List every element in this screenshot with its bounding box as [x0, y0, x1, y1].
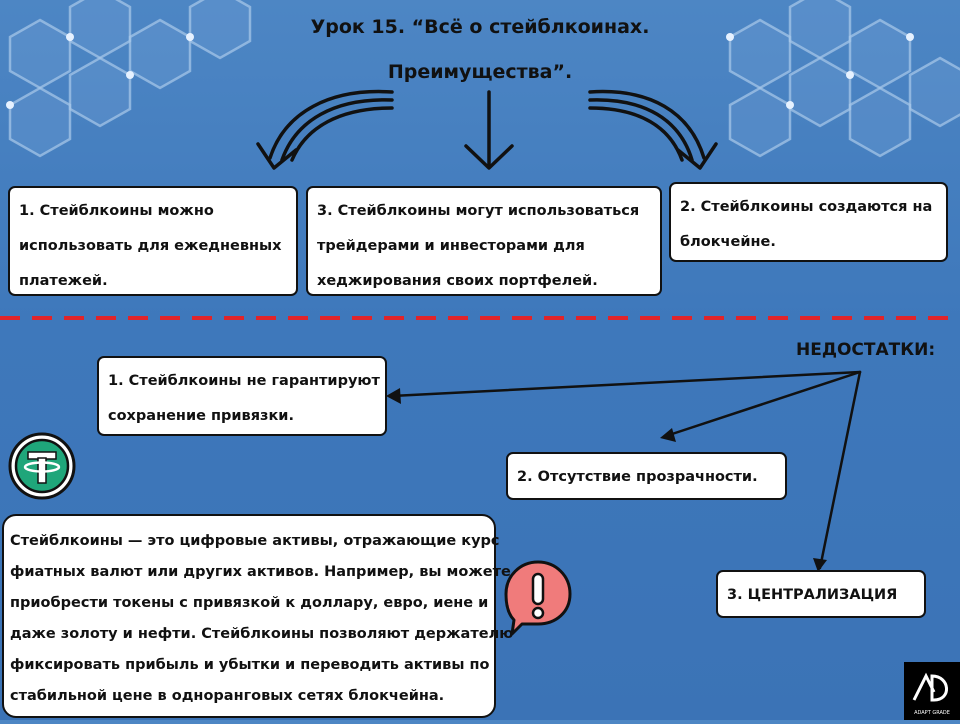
slide-title-line-2: Преимущества”. — [387, 61, 573, 83]
definition-line: приобрести токены с привязкой к доллару,… — [10, 595, 489, 611]
adapt-grade-logo: ADAPT GRADE — [904, 662, 960, 720]
disadvantage-box-2: 2. Отсутствие прозрачности. — [506, 452, 787, 500]
advantage-3-line: 3. Стейблкоины могут использоваться — [317, 203, 640, 219]
disadvantage-1-line: 1. Стейблкоины не гарантируют — [108, 373, 380, 389]
logo-text: ADAPT GRADE — [914, 710, 950, 716]
right-curved-arrow-icon — [588, 89, 718, 170]
slide-title-line-1: Урок 15. “Всё о стейблкоинах. — [310, 16, 650, 38]
definition-line: даже золоту и нефти. Стейблкоины позволя… — [10, 626, 514, 642]
stablecoin-definition-box: Стейблкоины — это цифровые активы, отраж… — [2, 514, 514, 718]
disadvantage-box-1: 1. Стейблкоины не гарантируют сохранение… — [97, 356, 387, 436]
disadvantage-2-line: 2. Отсутствие прозрачности. — [517, 469, 758, 485]
advantage-box-1: 1. Стейблкоины можно использовать для еж… — [8, 186, 298, 296]
advantage-box-2: 2. Стейблкоины создаются на блокчейне. — [669, 182, 948, 262]
advantage-1-line: 1. Стейблкоины можно — [19, 203, 214, 219]
advantage-box-3: 3. Стейблкоины могут использоваться трей… — [306, 186, 662, 296]
advantage-3-line: хеджирования своих портфелей. — [317, 273, 598, 289]
advantage-3-line: трейдерами и инвесторами для — [317, 238, 585, 254]
definition-line: Стейблкоины — это цифровые активы, отраж… — [10, 533, 500, 549]
left-curved-arrow-icon — [256, 89, 394, 170]
advantage-2-line: блокчейне. — [680, 234, 776, 250]
definition-line: фиатных валют или других активов. Наприм… — [10, 564, 511, 580]
advantage-2-line: 2. Стейблкоины создаются на — [680, 199, 933, 215]
tether-coin-icon — [8, 432, 76, 500]
advantage-1-line: использовать для ежедневных — [19, 238, 282, 254]
definition-line: стабильной цене в одноранговых сетях бло… — [10, 688, 445, 704]
definition-line: фиксировать прибыль и убытки и переводит… — [10, 657, 490, 673]
disadvantage-box-3: 3. ЦЕНТРАЛИЗАЦИЯ — [716, 570, 926, 618]
disadvantage-3-line: 3. ЦЕНТРАЛИЗАЦИЯ — [727, 587, 898, 603]
advantage-1-line: платежей. — [19, 273, 108, 289]
exclamation-speech-bubble-icon — [504, 560, 572, 636]
disadvantages-label: НЕДОСТАТКИ: — [796, 340, 936, 360]
disadvantage-1-line: сохранение привязки. — [108, 408, 294, 424]
logo-mark-icon: ADAPT GRADE — [912, 672, 950, 716]
